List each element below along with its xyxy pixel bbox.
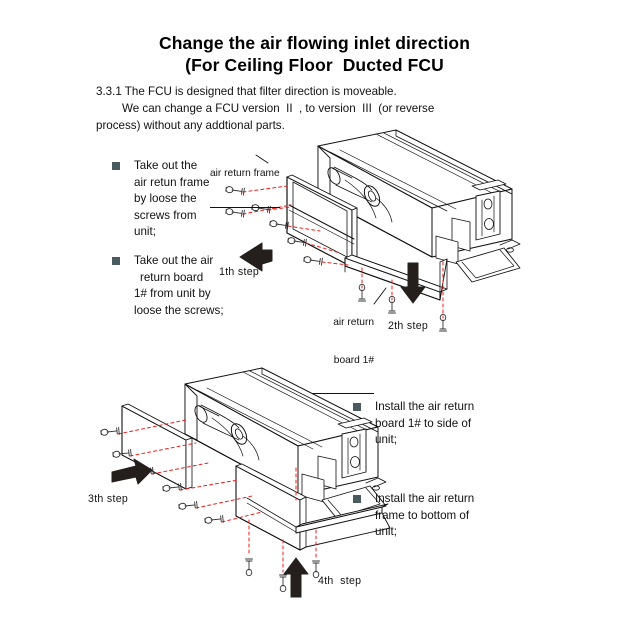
bullet-square-icon: [112, 162, 120, 170]
step-label-4: 4th step: [318, 575, 362, 587]
instruction-line: unit;: [134, 225, 156, 238]
instruction-take-out-board: Take out the air return board 1# from un…: [112, 253, 227, 319]
instruction-line: return board: [140, 270, 204, 284]
callout-text: board 1#: [333, 354, 374, 366]
instruction-line: frame to bottom of: [375, 508, 470, 522]
bullet-square-icon: [353, 495, 361, 503]
callout-text: air return frame: [210, 168, 280, 179]
instruction-line: Install the air return: [375, 400, 475, 413]
instruction-line: unit;: [375, 433, 397, 446]
instruction-line: Install the air return: [375, 492, 475, 505]
bullet-square-icon: [112, 257, 120, 265]
instruction-line: screws from: [134, 208, 197, 222]
callout-air-return-board: air return board 1#: [296, 292, 374, 394]
title-line-2: (For Ceiling Floor Ducted FCU: [185, 55, 444, 75]
step-label-3: 3th step: [88, 493, 129, 505]
step-label-2: 2th step: [388, 320, 429, 332]
instruction-line: board 1# to side of: [375, 416, 472, 430]
callout-text: air return: [333, 317, 374, 328]
instruction-line: Take out the: [134, 159, 198, 172]
instruction-line: Take out the air: [134, 254, 214, 267]
instruction-line: unit;: [375, 525, 397, 538]
instruction-take-out-frame: Take out the air retun frame by loose th…: [112, 158, 217, 241]
step-label-1: 1th step: [219, 266, 260, 278]
callout-air-return-frame: air return frame: [210, 143, 280, 208]
instruction-line: air retun frame: [134, 175, 210, 189]
page-title: Change the air flowing inlet direction (…: [0, 32, 629, 76]
instruction-install-frame: Install the air return frame to bottom o…: [353, 491, 488, 541]
instruction-line: by loose the: [134, 192, 197, 205]
title-line-1: Change the air flowing inlet direction: [158, 33, 471, 53]
intro-line-3: process) without any addtional parts.: [96, 119, 285, 132]
instruction-line: 1# from unit by: [134, 287, 211, 300]
instruction-line: loose the screws;: [134, 303, 224, 317]
intro-line-1: 3.3.1 The FCU is designed that filter di…: [96, 85, 397, 98]
instruction-install-board: Install the air return board 1# to side …: [353, 399, 488, 449]
intro-paragraph: 3.3.1 The FCU is designed that filter di…: [96, 83, 526, 134]
intro-line-2: We can change a FCU version II , to vers…: [122, 102, 435, 115]
bullet-square-icon: [353, 403, 361, 411]
